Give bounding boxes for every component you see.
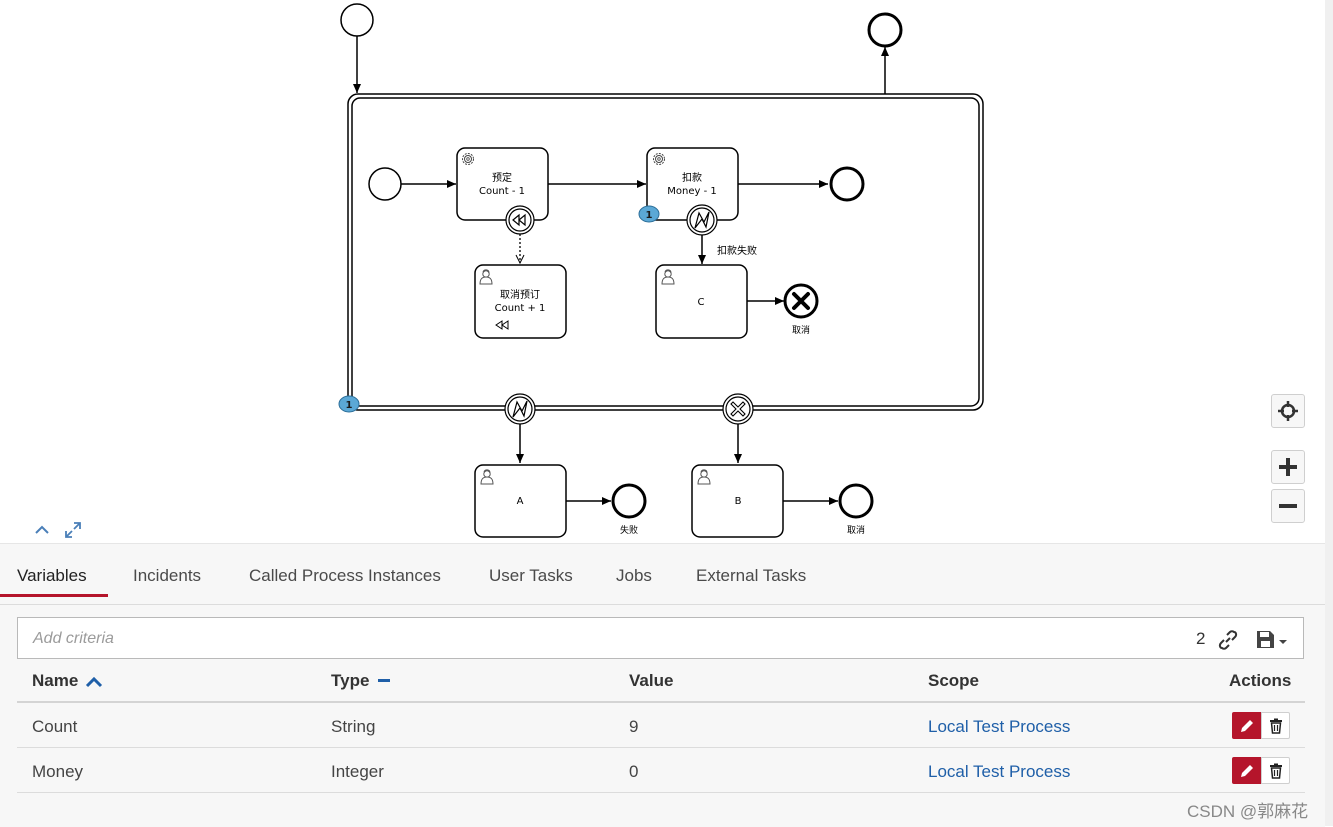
- task-reserve-name: 预定: [492, 171, 512, 184]
- details-panel: Variables Incidents Called Process Insta…: [0, 543, 1325, 827]
- zoom-out-button[interactable]: [1271, 489, 1305, 523]
- zoom-in-icon: [1279, 458, 1297, 476]
- variable-value[interactable]: 0: [629, 762, 639, 781]
- svg-text:1: 1: [346, 400, 353, 411]
- label-fail-end: 失败: [620, 524, 638, 536]
- trash-icon: [1269, 718, 1282, 734]
- task-cancel-reserve: [474, 264, 567, 339]
- outer-start-event: [340, 3, 374, 37]
- task-reserve-expr: Count - 1: [479, 186, 525, 197]
- label-charge-failed: 扣款失败: [717, 244, 757, 257]
- search-placeholder: Add criteria: [33, 630, 114, 647]
- variable-type: Integer: [331, 762, 384, 781]
- task-charge-name: 扣款: [682, 171, 702, 184]
- bpmn-diagram: 预定 Count - 1 取消预订 Count + 1 扣款 Money - 1…: [338, 3, 984, 538]
- delete-variable-button[interactable]: [1261, 712, 1290, 739]
- inner-start-event: [368, 167, 402, 201]
- variable-scope-link[interactable]: Local Test Process: [928, 762, 1071, 781]
- transaction-subprocess-inner: [351, 97, 980, 407]
- label-cancel-end: 取消: [792, 324, 810, 336]
- column-header-value: Value: [629, 671, 674, 690]
- table-row: Count String 9 Local Test Process: [17, 703, 1305, 748]
- tab-jobs[interactable]: Jobs: [616, 566, 652, 585]
- cancel-icon: [722, 393, 754, 425]
- collapse-panel-button[interactable]: [30, 518, 54, 542]
- tab-user-tasks[interactable]: User Tasks: [489, 566, 573, 585]
- reset-zoom-button[interactable]: [1271, 394, 1305, 428]
- column-header-actions: Actions: [1229, 671, 1292, 690]
- target-icon: [1278, 401, 1298, 421]
- column-header-name[interactable]: Name: [32, 671, 103, 691]
- scrollbar-track[interactable]: [1325, 0, 1333, 826]
- zoom-out-icon: [1279, 504, 1297, 508]
- table-header: Name Type Value Scope Actions: [17, 667, 1305, 703]
- link-icon[interactable]: [1217, 629, 1239, 651]
- compensation-icon: [505, 205, 535, 235]
- fail-end-event: [611, 483, 647, 519]
- incident-badge-subprocess: 1: [338, 395, 360, 413]
- transaction-subprocess-outer: [347, 93, 984, 411]
- cancel-end-event-bottom: [838, 483, 874, 519]
- save-icon[interactable]: [1255, 629, 1289, 651]
- edit-variable-button[interactable]: [1232, 712, 1261, 739]
- search-input[interactable]: Add criteria 2: [17, 617, 1304, 659]
- fullscreen-button[interactable]: [61, 518, 85, 542]
- trash-icon: [1269, 763, 1282, 779]
- variable-name: Money: [32, 762, 84, 781]
- outer-end-event: [867, 12, 903, 48]
- variable-value[interactable]: 9: [629, 717, 639, 736]
- expand-icon: [65, 522, 81, 538]
- compensation-marker-icon: [495, 320, 509, 330]
- cancel-end-event: [783, 283, 819, 319]
- edit-variable-button[interactable]: [1232, 757, 1261, 784]
- error-icon: [686, 204, 718, 236]
- error-icon: [504, 393, 536, 425]
- sort-none-icon: [378, 678, 391, 682]
- sort-ascending-icon: [85, 676, 103, 687]
- task-b-name: B: [735, 496, 742, 507]
- criteria-count: 2: [1196, 629, 1206, 648]
- tab-incidents[interactable]: Incidents: [133, 566, 202, 585]
- tab-variables[interactable]: Variables: [17, 566, 87, 585]
- incident-badge-charge: 1: [638, 205, 660, 223]
- variable-scope-link[interactable]: Local Test Process: [928, 717, 1071, 736]
- task-c-name: C: [698, 297, 705, 308]
- zoom-in-button[interactable]: [1271, 450, 1305, 484]
- watermark: CSDN @郭麻花: [1187, 802, 1309, 821]
- svg-text:1: 1: [646, 210, 653, 221]
- tab-called-process-instances[interactable]: Called Process Instances: [249, 566, 441, 585]
- table-row: Money Integer 0 Local Test Process: [17, 748, 1305, 793]
- tab-external-tasks[interactable]: External Tasks: [696, 566, 807, 585]
- bpmn-diagram-canvas[interactable]: 预定 Count - 1 取消预订 Count + 1 扣款 Money - 1…: [0, 0, 1325, 543]
- task-cancel-reserve-name: 取消预订: [500, 288, 540, 301]
- variable-type: String: [331, 717, 376, 736]
- chevron-up-icon: [35, 525, 49, 534]
- task-cancel-reserve-expr: Count + 1: [495, 303, 546, 314]
- variable-name: Count: [32, 717, 78, 736]
- task-charge-expr: Money - 1: [667, 186, 716, 197]
- column-header-scope: Scope: [928, 671, 980, 690]
- pencil-icon: [1240, 764, 1253, 777]
- label-cancel-end-bottom: 取消: [847, 524, 865, 536]
- inner-end-event: [829, 166, 865, 202]
- task-a-name: A: [517, 496, 524, 507]
- column-header-type[interactable]: Type: [331, 671, 392, 691]
- active-tab-indicator: [0, 594, 108, 597]
- delete-variable-button[interactable]: [1261, 757, 1290, 784]
- tab-bar: Variables Incidents Called Process Insta…: [0, 544, 1325, 605]
- pencil-icon: [1240, 719, 1253, 732]
